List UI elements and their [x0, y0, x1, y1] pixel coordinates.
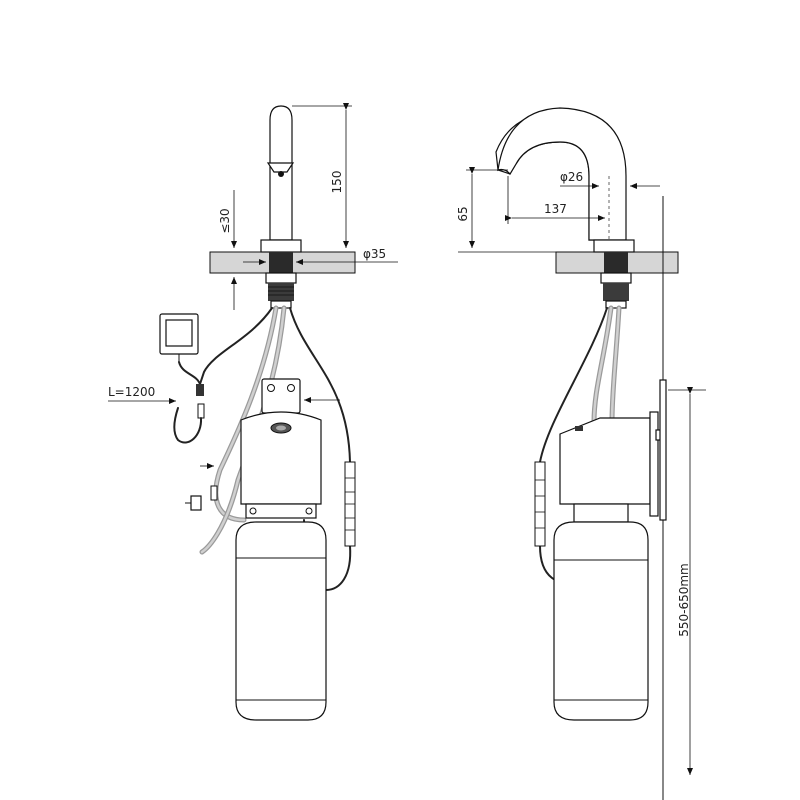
cable-length-label: L=1200: [108, 385, 155, 399]
side-wall: [659, 196, 667, 800]
front-dim-deck: ≤30: [218, 190, 237, 310]
shank-diameter-label: φ35: [363, 247, 386, 261]
spout-height-label: 150: [330, 171, 344, 194]
side-battery-canister: [553, 521, 649, 721]
front-cable-connector: [344, 461, 356, 547]
front-spout: [260, 105, 302, 253]
front-dim-cable-length: L=1200: [108, 385, 176, 404]
side-view: 65 φ26 137: [456, 107, 706, 800]
side-dim-phi26: φ26: [560, 170, 660, 189]
front-battery-canister: [235, 521, 327, 721]
front-mounting-bracket: [261, 378, 340, 414]
front-dim-phi35: φ35: [243, 247, 398, 265]
mount-height-label: 550-650mm: [677, 563, 691, 637]
front-power-adapter: [159, 313, 205, 444]
side-control-box: [559, 411, 663, 523]
front-shank: [265, 252, 297, 309]
side-dim-mount-height: 550-650mm: [668, 387, 706, 775]
side-dim-137: 137: [505, 176, 605, 224]
side-cable-connector: [534, 461, 546, 547]
front-aerator-dot: [278, 171, 284, 177]
front-view: 150 ≤30 φ35: [108, 103, 398, 721]
spout-reach-label: 137: [544, 202, 567, 216]
side-dim-65: 65: [456, 167, 508, 248]
front-inlet-valve: [185, 463, 218, 511]
spout-outlet-height-label: 65: [456, 206, 470, 221]
deck-thickness-label: ≤30: [218, 208, 232, 233]
side-shank: [600, 252, 632, 309]
front-sensor-eye: [266, 162, 295, 173]
front-dim-150: 150: [292, 103, 352, 253]
spout-diameter-label: φ26: [560, 170, 583, 184]
front-control-box: [240, 411, 322, 519]
